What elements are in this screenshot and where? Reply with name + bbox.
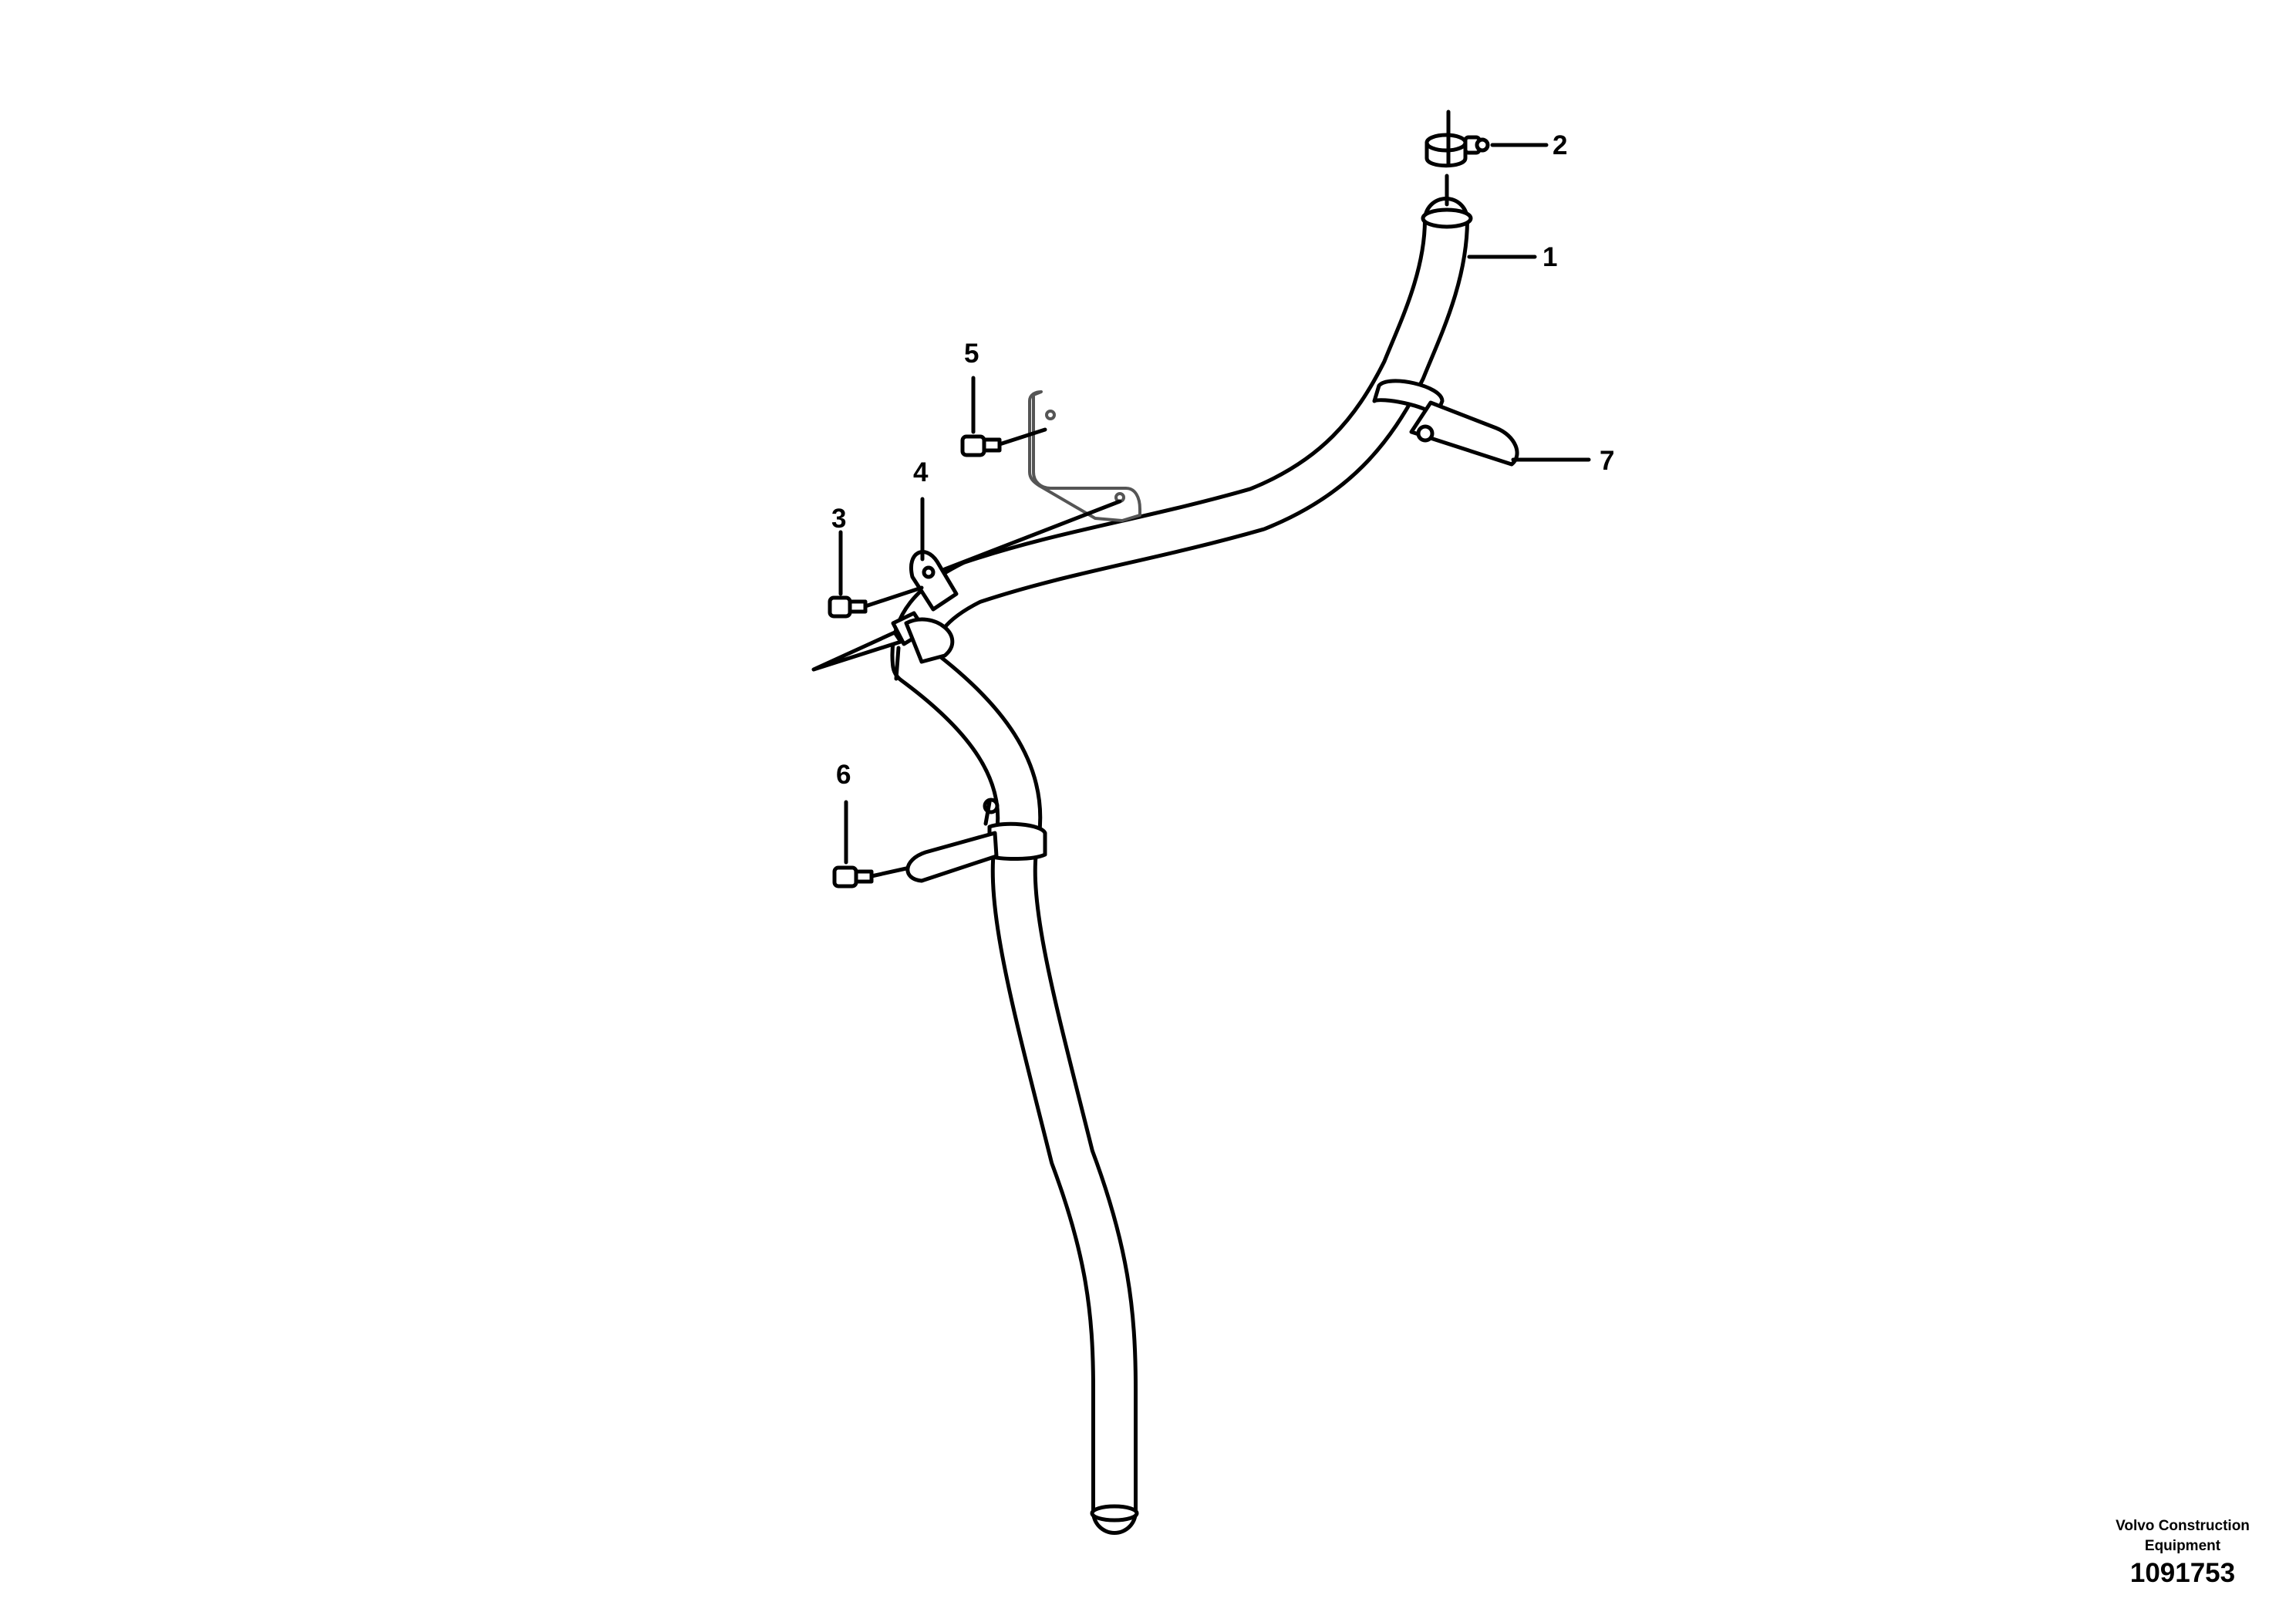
callout-5: 5 bbox=[964, 339, 979, 369]
hose-clamp bbox=[1424, 110, 1549, 207]
callout-4: 4 bbox=[913, 457, 929, 487]
cable-tie-bend bbox=[811, 611, 955, 681]
callout-1: 1 bbox=[1542, 242, 1558, 272]
callout-2: 2 bbox=[1553, 130, 1568, 160]
hose bbox=[890, 197, 1473, 1535]
cable-tie-lower bbox=[905, 798, 1047, 883]
cable-tie-upper bbox=[1372, 379, 1591, 467]
drawing-number: 1091753 bbox=[2129, 1558, 2236, 1588]
bolt-6 bbox=[832, 800, 909, 889]
p-clip bbox=[909, 497, 1122, 612]
company-name: Volvo Construction Equipment bbox=[2116, 1518, 2250, 1554]
bolt-5 bbox=[960, 376, 1047, 457]
callout-7: 7 bbox=[1600, 446, 1615, 476]
callout-6: 6 bbox=[836, 760, 851, 790]
callout-3: 3 bbox=[831, 504, 847, 534]
mounting-bracket bbox=[1028, 390, 1141, 522]
bolt-3 bbox=[828, 530, 924, 619]
